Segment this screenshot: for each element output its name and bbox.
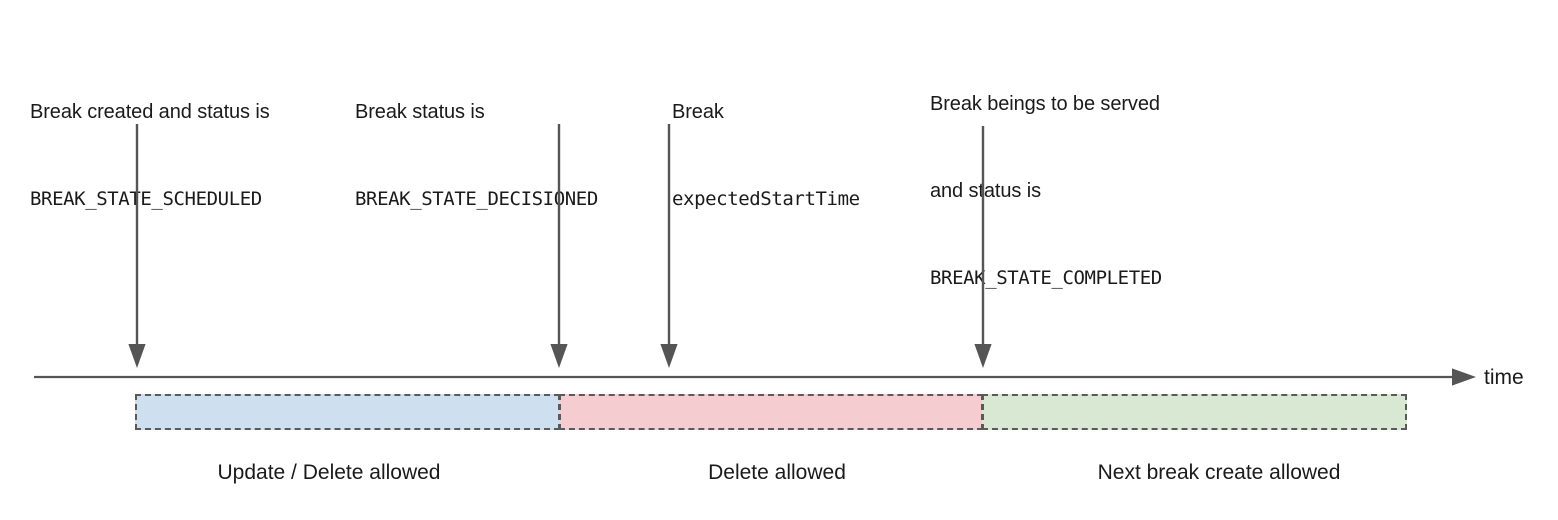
annotation-completed-line-1: Break beings to be served [930,93,1160,115]
marker-arrow-decisioned-icon [550,124,568,368]
time-axis-icon [34,368,1476,386]
phase-bar-next-break [982,394,1407,430]
annotation-scheduled-line-2: BREAK_STATE_SCHEDULED [30,188,262,210]
annotation-expected-start-time: Break expectedStartTime [672,40,932,272]
annotation-completed: Break beings to be served and status is … [930,32,1230,351]
marker-arrow-expected-start-time-icon [660,124,678,368]
phase-bar-update-delete [135,394,560,430]
phase-caption-next-break: Next break create allowed [1097,461,1341,484]
time-axis-label: time [1484,366,1524,389]
annotation-completed-line-2: and status is [930,180,1041,202]
annotation-completed-line-3: BREAK_STATE_COMPLETED [930,267,1162,289]
phase-bar-delete [559,394,983,430]
annotation-expected-start-time-line-2: expectedStartTime [672,188,860,210]
annotation-expected-start-time-line-1: Break [672,101,724,123]
marker-arrow-completed-icon [974,126,992,368]
annotation-decisioned: Break status is BREAK_STATE_DECISIONED [355,40,655,272]
annotation-scheduled: Break created and status is BREAK_STATE_… [30,40,360,272]
annotation-decisioned-line-1: Break status is [355,101,485,123]
phase-caption-update-delete: Update / Delete allowed [217,461,441,484]
annotation-decisioned-line-2: BREAK_STATE_DECISIONED [355,188,598,210]
phase-caption-delete: Delete allowed [708,461,846,484]
annotation-scheduled-line-1: Break created and status is [30,101,270,123]
marker-arrow-scheduled-icon [128,124,146,368]
